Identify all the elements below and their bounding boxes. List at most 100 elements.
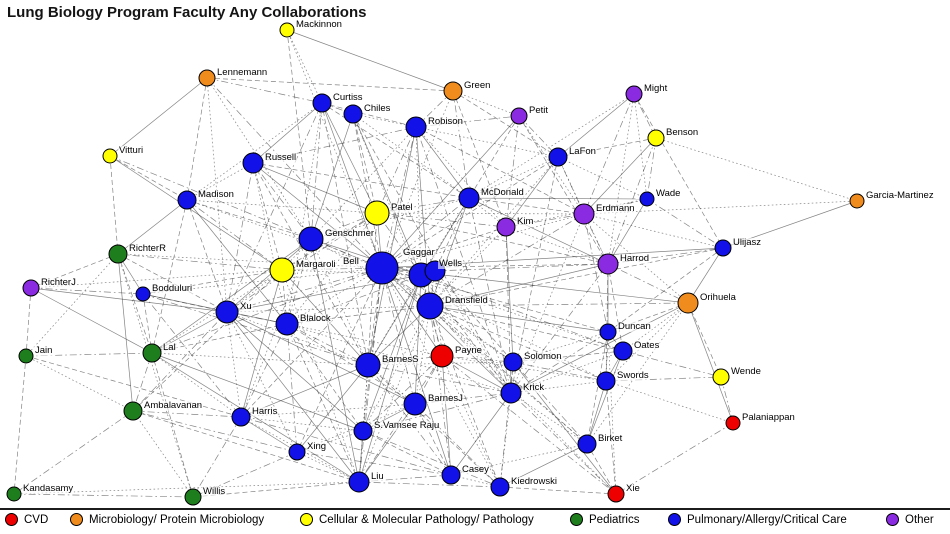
graph-node-oates[interactable] bbox=[613, 341, 633, 361]
graph-node-lennemann[interactable] bbox=[198, 69, 216, 87]
graph-node-mcdonald[interactable] bbox=[458, 187, 480, 209]
graph-edge bbox=[240, 416, 360, 483]
graph-edge bbox=[186, 199, 378, 214]
graph-edge bbox=[429, 305, 609, 333]
graph-node-barness[interactable] bbox=[355, 352, 381, 378]
graph-node-ulijasz[interactable] bbox=[714, 239, 732, 257]
graph-edge bbox=[25, 352, 153, 357]
graph-node-kim[interactable] bbox=[496, 217, 516, 237]
graph-node-liu[interactable] bbox=[348, 471, 370, 493]
graph-edge bbox=[226, 162, 254, 313]
graph-edge bbox=[358, 481, 501, 488]
legend-label: Other bbox=[905, 513, 934, 526]
graph-edge bbox=[252, 162, 470, 199]
graph-node-casey[interactable] bbox=[441, 465, 461, 485]
graph-node-orihuela[interactable] bbox=[677, 292, 699, 314]
graph-edge bbox=[518, 115, 585, 215]
graph-edge bbox=[352, 113, 417, 128]
graph-node-xie[interactable] bbox=[607, 485, 625, 503]
graph-node-russell[interactable] bbox=[242, 152, 264, 174]
graph-edge bbox=[414, 305, 431, 405]
graph-node-richterr[interactable] bbox=[108, 244, 128, 264]
graph-node-birket[interactable] bbox=[577, 434, 597, 454]
microbiology-swatch-icon bbox=[70, 513, 83, 526]
graph-node-harris[interactable] bbox=[231, 407, 251, 427]
graph-edge bbox=[586, 443, 617, 495]
graph-node-ambalavanan[interactable] bbox=[123, 401, 143, 421]
graph-node-kiedrowski[interactable] bbox=[490, 477, 510, 497]
graph-node-harrod[interactable] bbox=[597, 253, 619, 275]
graph-node-swords[interactable] bbox=[596, 371, 616, 391]
graph-node-lafon[interactable] bbox=[548, 147, 568, 167]
graph-node-lal[interactable] bbox=[142, 343, 162, 363]
graph-node-wells[interactable] bbox=[424, 260, 446, 282]
graph-node-willis[interactable] bbox=[184, 488, 202, 506]
graph-node-krick[interactable] bbox=[500, 382, 522, 404]
graph-edge bbox=[286, 323, 369, 366]
graph-node-madison[interactable] bbox=[177, 190, 197, 210]
graph-node-wende[interactable] bbox=[712, 368, 730, 386]
graph-edge bbox=[452, 90, 470, 199]
graph-node-duncan[interactable] bbox=[599, 323, 617, 341]
graph-edge bbox=[429, 305, 452, 476]
graph-edge bbox=[286, 274, 422, 325]
graph-edge bbox=[429, 305, 624, 352]
graph-node-patel[interactable] bbox=[364, 200, 390, 226]
graph-edge bbox=[151, 267, 383, 354]
graph-edge bbox=[240, 269, 283, 418]
graph-edge bbox=[646, 137, 657, 200]
graph-node-bell[interactable] bbox=[365, 251, 399, 285]
graph-edge bbox=[468, 197, 609, 265]
graph-node-genschmer[interactable] bbox=[298, 226, 324, 252]
graph-node-s-vamsee-raju[interactable] bbox=[353, 421, 373, 441]
graph-edge bbox=[414, 274, 422, 405]
graph-node-wade[interactable] bbox=[639, 191, 655, 207]
graph-node-green[interactable] bbox=[443, 81, 463, 101]
graph-node-jain[interactable] bbox=[18, 348, 34, 364]
graph-edge bbox=[607, 247, 724, 333]
graph-node-barnesj[interactable] bbox=[403, 392, 427, 416]
graph-node-petit[interactable] bbox=[510, 107, 528, 125]
graph-node-richterj[interactable] bbox=[22, 279, 40, 297]
graph-node-garcia-martinez[interactable] bbox=[849, 193, 865, 209]
graph-node-might[interactable] bbox=[625, 85, 643, 103]
graph-edge bbox=[321, 102, 378, 214]
graph-edge bbox=[557, 156, 585, 215]
graph-node-curtiss[interactable] bbox=[312, 93, 332, 113]
graph-node-margaroli[interactable] bbox=[269, 257, 295, 283]
graph-node-blalock[interactable] bbox=[275, 312, 299, 336]
graph-node-dransfield[interactable] bbox=[416, 292, 444, 320]
graph-edge bbox=[429, 213, 585, 307]
graph-edge bbox=[109, 155, 188, 201]
graph-edge bbox=[441, 355, 512, 394]
graph-node-payne[interactable] bbox=[430, 344, 454, 368]
graph-edge bbox=[296, 451, 452, 476]
graph-edge bbox=[367, 364, 501, 488]
graph-edge bbox=[415, 90, 454, 128]
graph-node-kandasamy[interactable] bbox=[6, 486, 22, 502]
graph-edge bbox=[605, 302, 689, 382]
graph-node-xu[interactable] bbox=[215, 300, 239, 324]
graph-edge bbox=[252, 162, 383, 269]
graph-edge bbox=[607, 302, 689, 333]
graph-node-solomon[interactable] bbox=[503, 352, 523, 372]
graph-node-benson[interactable] bbox=[647, 129, 665, 147]
graph-edge bbox=[687, 302, 722, 378]
graph-edge bbox=[468, 115, 520, 199]
legend-label: Pediatrics bbox=[589, 513, 640, 526]
graph-edge bbox=[605, 376, 722, 382]
graph-node-erdmann[interactable] bbox=[573, 203, 595, 225]
graph-node-vitturi[interactable] bbox=[102, 148, 118, 164]
graph-node-chiles[interactable] bbox=[343, 104, 363, 124]
graph-edge bbox=[117, 253, 228, 313]
graph-node-xing[interactable] bbox=[288, 443, 306, 461]
graph-node-palaniappan[interactable] bbox=[725, 415, 741, 431]
graph-node-robison[interactable] bbox=[405, 116, 427, 138]
graph-edge bbox=[226, 311, 369, 366]
graph-node-mackinnon[interactable] bbox=[279, 22, 295, 38]
graph-edge bbox=[310, 126, 417, 240]
graph-node-bodduluri[interactable] bbox=[135, 286, 151, 302]
graph-edge bbox=[362, 355, 443, 432]
graph-edge bbox=[310, 238, 360, 483]
graph-edge bbox=[510, 380, 607, 394]
